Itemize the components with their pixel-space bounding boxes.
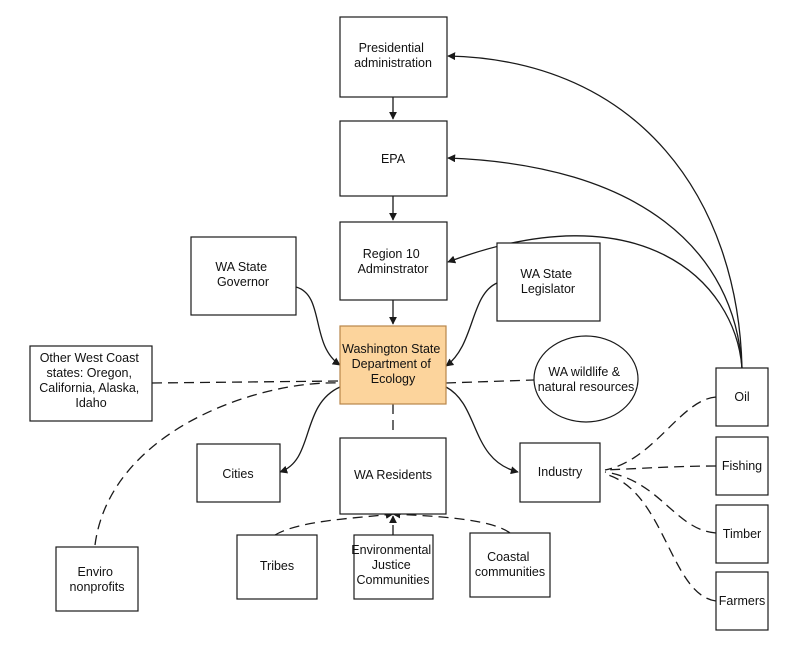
- node-other-states: Other West Coast states: Oregon, Califor…: [29, 345, 153, 422]
- node-farmers: Farmers: [715, 571, 769, 631]
- svg-text:Tribes: Tribes: [260, 559, 294, 573]
- svg-text:Presidential administr: Presidential administration: [354, 41, 432, 70]
- edge-oil-to-presidential: [447, 52, 743, 369]
- svg-text:Cities: Cities: [222, 467, 253, 481]
- edge-ecology-to-cities: [279, 386, 341, 474]
- node-enviro-nonprofits: Enviro nonprofits: [55, 546, 139, 612]
- node-timber: Timber: [715, 504, 769, 564]
- node-industry: Industry: [519, 442, 601, 503]
- svg-text:Other West Coast state: Other West Coast states: Oregon, Califor…: [39, 351, 143, 410]
- svg-text:Region 10 Adminstrator: Region 10 Adminstrator: [358, 247, 429, 276]
- node-cities: Cities: [196, 443, 281, 503]
- node-wa-residents: WA Residents: [339, 437, 447, 515]
- node-epa: EPA: [339, 120, 448, 197]
- svg-text:Farmers: Farmers: [719, 594, 766, 608]
- svg-text:Timber: Timber: [723, 527, 761, 541]
- svg-text:WA wildlife & natural: WA wildlife & natural resources: [538, 365, 635, 394]
- svg-text:Oil: Oil: [734, 390, 749, 404]
- edge-farmers-to-industry: [604, 473, 717, 602]
- node-oil: Oil: [715, 367, 769, 427]
- edge-ecology-to-industry: [445, 386, 519, 475]
- edge-legislator-to-ecology: [445, 282, 498, 367]
- node-presidential: Presidential administration: [339, 16, 448, 98]
- svg-text:Industry: Industry: [538, 465, 583, 479]
- svg-text:Environmental Justice: Environmental Justice Communities: [351, 543, 434, 587]
- node-ecology: Washington State Department of Ecology: [339, 325, 447, 405]
- edge-fishing-to-industry: [604, 465, 717, 471]
- node-ej-communities: Environmental Justice Communities: [351, 534, 434, 600]
- svg-text:Enviro nonprofits: Enviro nonprofits: [70, 565, 125, 594]
- node-coastal-communities: Coastal communities: [469, 532, 551, 598]
- edge-timber-to-industry: [604, 471, 717, 534]
- node-wa-governor: WA State Governor: [190, 236, 297, 316]
- edge-oil-to-epa: [447, 154, 743, 369]
- svg-text:Washington State Depar: Washington State Department of Ecology: [342, 342, 444, 386]
- edge-tribes-to-residents: [274, 510, 394, 536]
- node-wa-legislator: WA State Legislator: [496, 242, 601, 322]
- svg-text:Fishing: Fishing: [722, 459, 762, 473]
- edge-oil-to-industry: [604, 396, 717, 471]
- edge-oil-to-region10: [447, 235, 743, 369]
- edge-otherstates-to-ecology: [151, 380, 341, 384]
- svg-text:WA State Legislator: WA State Legislator: [520, 267, 575, 296]
- node-region10: Region 10 Adminstrator: [339, 221, 448, 301]
- node-wildlife: WA wildlife & natural resources: [533, 335, 639, 423]
- edge-governor-to-ecology: [295, 286, 341, 366]
- edge-ecology-to-wildlife: [445, 379, 535, 384]
- edge-enviro-to-ecology: [94, 382, 341, 546]
- svg-text:Coastal communities: Coastal communities: [475, 550, 545, 579]
- edge-coastal-to-residents: [392, 510, 511, 534]
- svg-text:EPA: EPA: [381, 152, 406, 166]
- svg-text:WA Residents: WA Residents: [354, 468, 432, 482]
- svg-text:WA State Governor: WA State Governor: [215, 260, 270, 289]
- node-fishing: Fishing: [715, 436, 769, 496]
- node-tribes: Tribes: [236, 534, 318, 600]
